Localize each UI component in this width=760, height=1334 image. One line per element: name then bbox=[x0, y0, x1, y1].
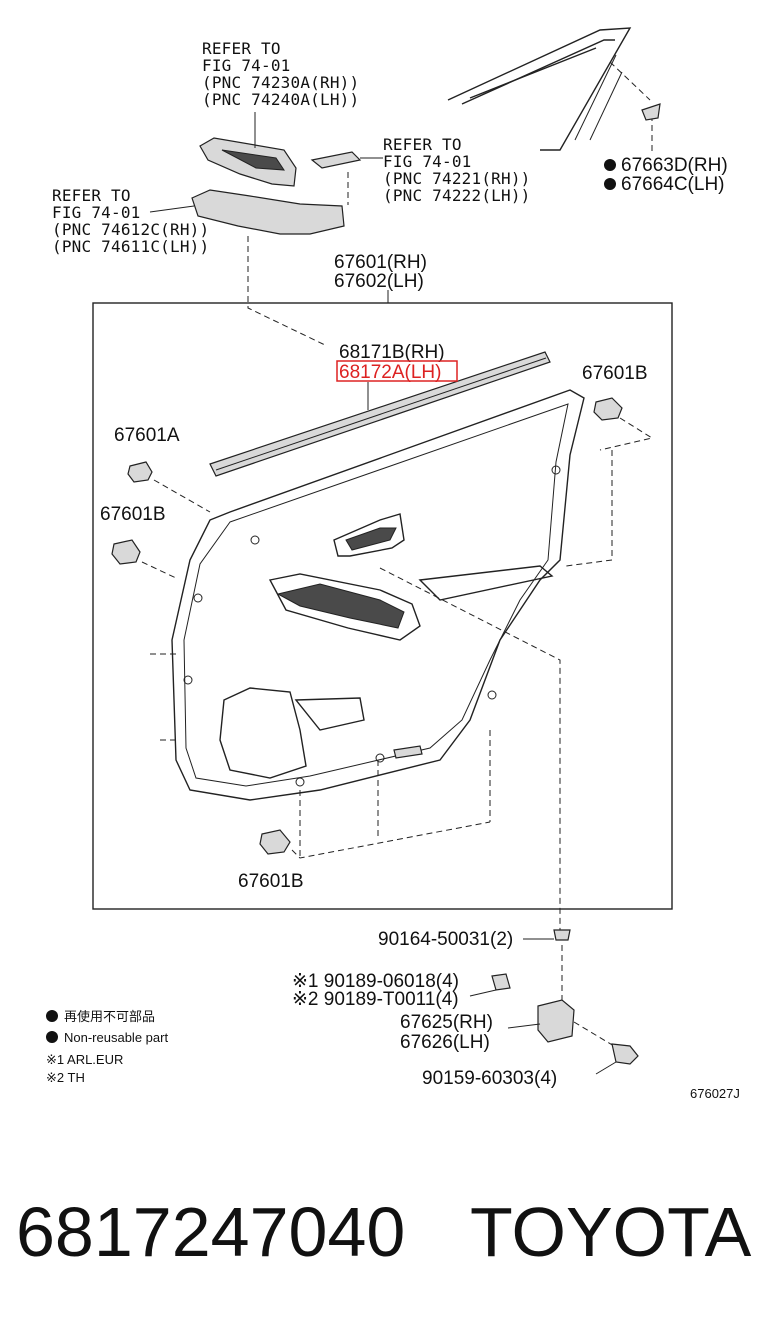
refer-switch-base-line-3: (PNC 74230A(RH)) bbox=[202, 73, 359, 92]
panel-assy-label: 67601(RH) 67602(LH) bbox=[334, 252, 427, 292]
clip-a-label: 67601A bbox=[114, 425, 180, 446]
panel-assy-lh: 67602(LH) bbox=[334, 271, 424, 292]
non-reusable-dot-icon bbox=[604, 159, 616, 171]
refer-armrest-line-2: FIG 74-01 bbox=[52, 203, 141, 222]
refer-armrest-label: REFER TO FIG 74-01 (PNC 74612C(RH)) (PNC… bbox=[52, 186, 209, 256]
bracket-rh: 67625(RH) bbox=[400, 1012, 493, 1033]
brand-name: TOYOTA bbox=[470, 1193, 752, 1271]
clip-b-left-label: 67601B bbox=[100, 504, 166, 525]
weatherstrip-rh: 68171B(RH) bbox=[339, 342, 445, 363]
weatherstrip-label: 68171B(RH) 68172A(LH) bbox=[336, 342, 458, 383]
refer-pocket-line-3: (PNC 74221(RH)) bbox=[383, 169, 531, 188]
refer-pocket-label: REFER TO FIG 74-01 (PNC 74221(RH)) (PNC … bbox=[383, 135, 531, 205]
legend: 再使用不可部品 Non-reusable part ※1 ARL.EUR ※2 … bbox=[46, 1009, 168, 1085]
legend-note-1: ※1 ARL.EUR bbox=[46, 1052, 123, 1067]
door-trim-panel-illustration bbox=[171, 389, 585, 801]
glass-cover-label: 67663D(RH) 67664C(LH) bbox=[604, 155, 728, 195]
legend-en: Non-reusable part bbox=[64, 1030, 168, 1045]
refer-pocket-line-2: FIG 74-01 bbox=[383, 152, 472, 171]
clip-67601b-bottom-icon bbox=[259, 730, 491, 859]
diagram-frame bbox=[92, 302, 673, 910]
weatherstrip-illustration bbox=[209, 351, 551, 477]
legend-note-2: ※2 TH bbox=[46, 1070, 85, 1085]
screw-1-label: 90164-50031(2) bbox=[378, 929, 513, 950]
refer-armrest-line-4: (PNC 74611C(LH)) bbox=[52, 237, 209, 256]
figure-id: 676027J bbox=[690, 1086, 740, 1101]
legend-jp: 再使用不可部品 bbox=[64, 1009, 155, 1024]
panel-assy-rh: 67601(RH) bbox=[334, 252, 427, 273]
refer-switch-base-line-1: REFER TO bbox=[202, 39, 281, 58]
nut-1-label: ※1 90189-06018(4) bbox=[292, 971, 459, 992]
window-frame-illustration bbox=[447, 27, 661, 152]
refer-armrest-line-3: (PNC 74612C(RH)) bbox=[52, 220, 209, 239]
weatherstrip-lh-highlight bbox=[336, 360, 458, 382]
bracket-label: 67625(RH) 67626(LH) bbox=[400, 1012, 493, 1053]
switch-base-illustration bbox=[199, 112, 297, 187]
refer-switch-base-line-4: (PNC 74240A(LH)) bbox=[202, 90, 359, 109]
clip-b-right-label: 67601B bbox=[582, 363, 648, 384]
clip-67601b-right-icon bbox=[565, 397, 654, 567]
clip-67601a-icon bbox=[127, 461, 211, 513]
refer-switch-base-line-2: FIG 74-01 bbox=[202, 56, 291, 75]
pocket-cover-illustration bbox=[310, 151, 383, 205]
legend-dot-icon bbox=[46, 1031, 58, 1043]
non-reusable-dot-icon bbox=[604, 178, 616, 190]
legend-dot-icon bbox=[46, 1010, 58, 1022]
weatherstrip-lh: 68172A(LH) bbox=[339, 362, 441, 383]
refer-pocket-line-4: (PNC 74222(LH)) bbox=[383, 186, 531, 205]
glass-cover-lh: 67664C(LH) bbox=[621, 174, 725, 195]
armrest-illustration bbox=[149, 189, 345, 346]
clip-67601b-left-icon bbox=[111, 539, 177, 741]
bracket-lh: 67626(LH) bbox=[400, 1032, 490, 1053]
nut-2-label: ※2 90189-T0011(4) bbox=[292, 989, 459, 1010]
refer-armrest-line-1: REFER TO bbox=[52, 186, 131, 205]
refer-switch-base-label: REFER TO FIG 74-01 (PNC 74230A(RH)) (PNC… bbox=[202, 39, 359, 109]
bracket-hardware-illustration bbox=[379, 567, 639, 1075]
part-number: 6817247040 bbox=[16, 1193, 405, 1271]
glass-cover-rh: 67663D(RH) bbox=[621, 155, 728, 176]
clip-b-bottom-label: 67601B bbox=[238, 871, 304, 892]
refer-pocket-line-1: REFER TO bbox=[383, 135, 462, 154]
screw-2-label: 90159-60303(4) bbox=[422, 1068, 557, 1089]
